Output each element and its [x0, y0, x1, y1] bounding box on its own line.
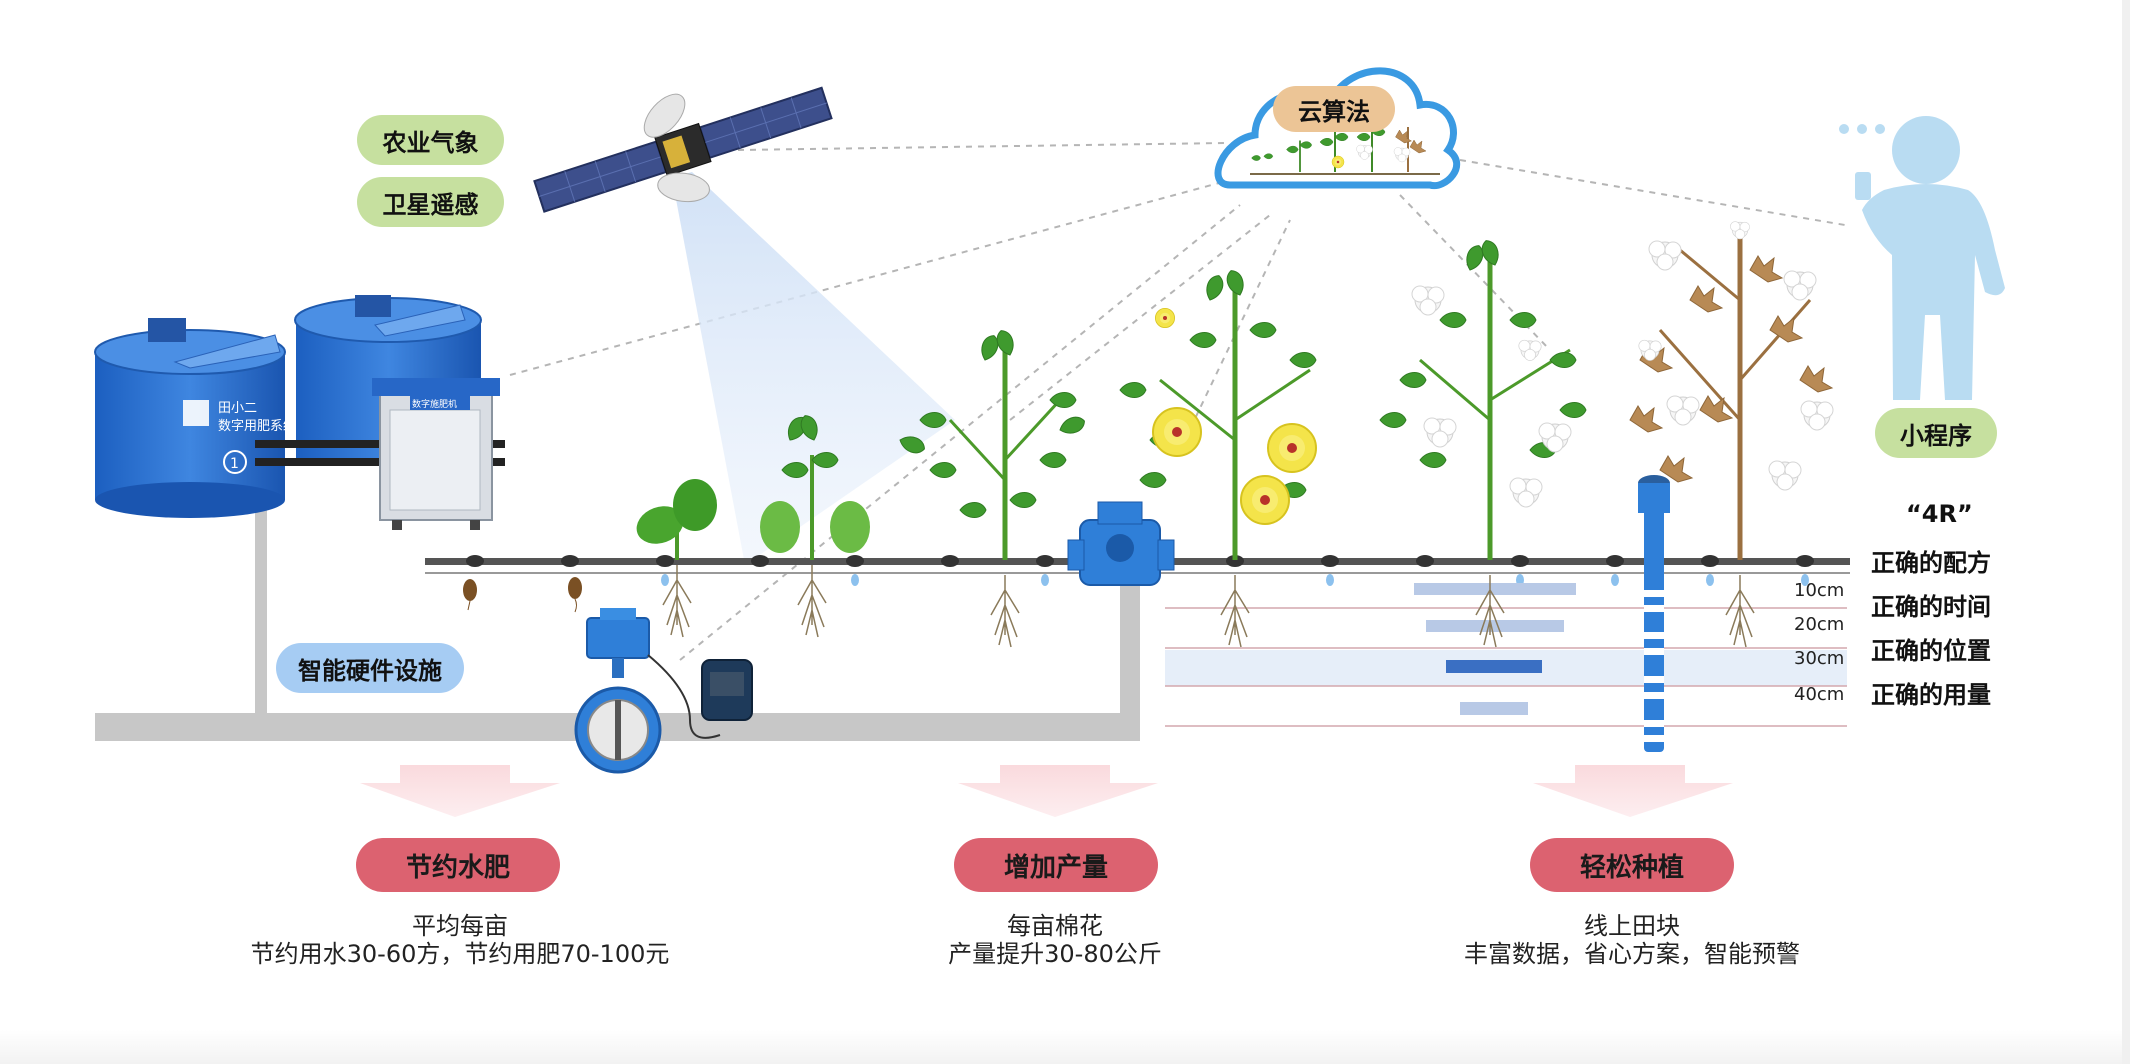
four-r-item: 正确的时间: [1871, 593, 1991, 621]
benefit-caption: 平均每亩 节约用水30-60方，节约用肥70-100元: [210, 912, 710, 968]
depth-label: 20cm: [1794, 614, 1845, 635]
mature-plant-stage: [1629, 221, 1834, 648]
right-edge: [2122, 0, 2130, 1064]
arrow-water-savings: [360, 765, 560, 817]
benefit-caption: 线上田块 丰富数据，省心方案，智能预警: [1432, 912, 1832, 968]
cabinet-label: 数字施肥机: [412, 398, 457, 410]
seed-stage: [463, 577, 582, 613]
benefit-title: 增加产量: [954, 838, 1158, 892]
miniprogram-pill: 小程序: [1875, 408, 1997, 458]
benefit-line: 每亩棉花: [1007, 912, 1103, 940]
benefit-title: 轻松种植: [1530, 838, 1734, 892]
flow-sensor-icon: [1067, 501, 1175, 586]
young-plant-stage: [760, 412, 870, 638]
four-r-item: 正确的用量: [1871, 681, 1991, 709]
satellite-icon: [533, 86, 833, 213]
control-cabinet-icon: [372, 378, 500, 530]
vegetative-plant-stage: [896, 327, 1088, 648]
depth-label: 40cm: [1794, 684, 1845, 705]
four-r-title: “4R”: [1906, 500, 1973, 528]
smart-hardware-pill: 智能硬件设施: [276, 643, 464, 693]
seedling-stage: [636, 479, 717, 638]
tank-brand: 田小二: [218, 401, 257, 416]
benefit-line: 丰富数据，省心方案，智能预警: [1464, 940, 1800, 968]
benefit-line: 产量提升30-80公斤: [948, 940, 1162, 968]
weather-pill: 农业气象: [357, 115, 504, 165]
benefit-line: 平均每亩: [412, 912, 508, 940]
person-icon: [1839, 116, 2005, 400]
boll-plant-stage: [1379, 237, 1587, 648]
cloud-algorithm-pill: 云算法: [1273, 86, 1395, 132]
four-r-item: 正确的配方: [1871, 549, 1991, 577]
tank-number: 1: [230, 456, 239, 472]
butterfly-valve-icon: [574, 608, 753, 774]
benefit-arrows: [360, 765, 1733, 817]
soil-layers: [1165, 583, 1847, 727]
satellite-pill: 卫星遥感: [357, 177, 504, 227]
benefit-line: 节约用水30-60方，节约用肥70-100元: [250, 940, 670, 968]
soil-moisture-probe-icon: [1638, 475, 1670, 752]
benefit-title: 节约水肥: [356, 838, 560, 892]
arrow-yield: [958, 765, 1158, 817]
benefit-line: 线上田块: [1584, 912, 1680, 940]
benefit-caption: 每亩棉花 产量提升30-80公斤: [855, 912, 1255, 968]
depth-label: 30cm: [1794, 648, 1845, 669]
bottom-shade: [0, 1030, 2130, 1064]
tank-name: 数字用肥系统: [218, 419, 296, 434]
depth-label: 10cm: [1794, 580, 1845, 601]
satellite-beam: [672, 172, 955, 565]
arrow-easy-planting: [1533, 765, 1733, 817]
flowering-plant-stage: [1119, 267, 1317, 648]
four-r-item: 正确的位置: [1871, 637, 1991, 665]
